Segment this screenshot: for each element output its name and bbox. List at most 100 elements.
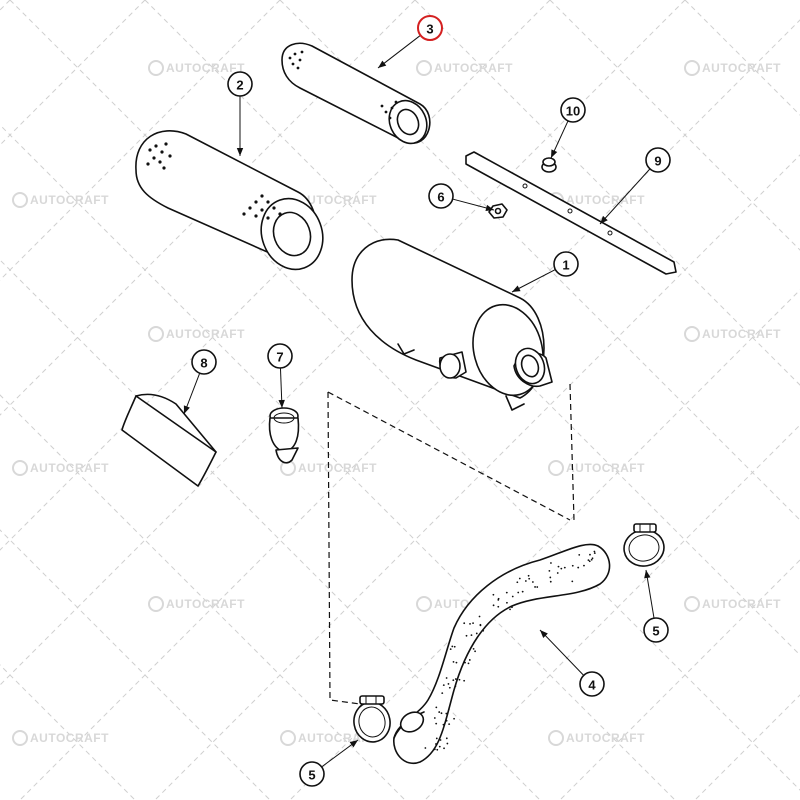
leader-line-3 bbox=[377, 34, 421, 69]
hose-texture-dot bbox=[452, 660, 455, 663]
watermark-grid-line bbox=[144, 0, 800, 656]
callout-3[interactable]: 3 bbox=[417, 15, 443, 41]
assembly-dashed-lines bbox=[327, 383, 575, 705]
hose-texture-dot bbox=[440, 712, 443, 715]
hose-texture-dot bbox=[571, 580, 574, 583]
air-cleaner-housing[interactable] bbox=[351, 238, 553, 411]
intake-hose[interactable] bbox=[393, 543, 611, 765]
callout-7[interactable]: 7 bbox=[267, 343, 293, 369]
hose-texture-dot bbox=[593, 552, 596, 555]
callout-8[interactable]: 8 bbox=[191, 349, 217, 375]
callout-5[interactable]: 5 bbox=[299, 761, 325, 787]
hose-texture-dot bbox=[550, 562, 552, 564]
hose-texture-dot bbox=[560, 567, 563, 570]
watermark-logo-icon bbox=[148, 326, 164, 342]
filter-perforation bbox=[278, 212, 282, 216]
watermark-text: AUTOCRAFT bbox=[702, 597, 781, 611]
callout-4[interactable]: 4 bbox=[579, 671, 605, 697]
hose-texture-dot bbox=[583, 564, 585, 567]
hose-texture-dot bbox=[509, 608, 511, 611]
hose-texture-dot bbox=[463, 622, 466, 625]
hose-texture-dot bbox=[452, 679, 455, 682]
callout-number: 9 bbox=[654, 154, 661, 169]
callout-circle bbox=[553, 251, 579, 277]
hose-texture-dot bbox=[591, 557, 594, 560]
hose-texture-dot bbox=[454, 678, 457, 680]
watermark-text: AUTOCRAFT bbox=[166, 597, 245, 611]
hose-texture-dot bbox=[469, 622, 471, 625]
callout-10[interactable]: 10 bbox=[560, 97, 586, 123]
hose-texture-dot bbox=[571, 564, 574, 567]
leader-line-5 bbox=[645, 569, 655, 619]
hose-texture-dot bbox=[455, 661, 458, 664]
watermark-text: AUTOCRAFT bbox=[166, 61, 245, 75]
callout-number: 3 bbox=[426, 22, 433, 37]
dust-valve[interactable] bbox=[268, 407, 300, 464]
hose-clamp-upper[interactable] bbox=[621, 523, 667, 569]
filter-perforation bbox=[248, 206, 252, 210]
filter-perforation bbox=[154, 144, 158, 148]
filter-perforation bbox=[254, 200, 258, 204]
callout-9[interactable]: 9 bbox=[645, 147, 671, 173]
mounting-strap[interactable] bbox=[465, 151, 677, 275]
hose-texture-dot bbox=[590, 558, 593, 561]
watermark-text: AUTOCRAFT bbox=[566, 461, 645, 475]
watermark-grid-line bbox=[0, 394, 406, 800]
filter-perforation bbox=[168, 154, 172, 158]
hose-texture-dot bbox=[436, 748, 439, 751]
hose-texture-dot bbox=[472, 648, 475, 650]
hose-texture-dot bbox=[505, 591, 508, 594]
callout-circle bbox=[645, 147, 671, 173]
callout-circle bbox=[579, 671, 605, 697]
hose-texture-dot bbox=[458, 678, 461, 681]
leader-arrowhead bbox=[644, 570, 651, 579]
callout-number: 5 bbox=[652, 624, 659, 639]
hose-texture-dot bbox=[446, 742, 449, 745]
inner-filter-element[interactable] bbox=[281, 42, 434, 149]
hose-texture-dot bbox=[531, 581, 534, 583]
nut[interactable] bbox=[488, 203, 508, 219]
hose-texture-dot bbox=[588, 560, 591, 563]
hose-texture-dot bbox=[524, 580, 527, 582]
sleeve[interactable] bbox=[121, 393, 217, 487]
outer-filter-element[interactable] bbox=[135, 130, 333, 278]
hose-texture-dot bbox=[479, 624, 482, 627]
callout-6[interactable]: 6 bbox=[428, 183, 454, 209]
watermark-label: AUTOCRAFT bbox=[148, 326, 245, 342]
watermark-text: AUTOCRAFT bbox=[298, 193, 377, 207]
hose-texture-dot bbox=[549, 580, 552, 583]
hose-texture-dot bbox=[443, 747, 445, 750]
hose-texture-dot bbox=[577, 566, 580, 569]
hose-texture-dot bbox=[521, 590, 524, 593]
filter-perforation bbox=[254, 214, 258, 218]
hose-texture-dot bbox=[441, 692, 444, 695]
hose-texture-dot bbox=[557, 565, 560, 568]
leader-arrowhead bbox=[600, 215, 608, 224]
watermark-label: AUTOCRAFT bbox=[684, 326, 781, 342]
hose-texture-dot bbox=[467, 662, 470, 665]
filter-perforation bbox=[242, 212, 246, 216]
leader-arrowhead bbox=[378, 60, 387, 68]
hose-texture-dot bbox=[442, 684, 445, 687]
watermark-grid-line bbox=[154, 154, 800, 800]
hose-texture-dot bbox=[438, 711, 441, 713]
filter-perforation bbox=[260, 194, 264, 198]
watermark-grid-line bbox=[0, 0, 551, 551]
filter-perforation bbox=[272, 206, 276, 210]
hose-texture-dot bbox=[448, 686, 451, 689]
watermark-grid-line bbox=[0, 664, 136, 800]
hose-texture-dot bbox=[589, 553, 591, 556]
watermark-text: AUTOCRAFT bbox=[702, 61, 781, 75]
filter-perforation bbox=[266, 200, 270, 204]
callout-2[interactable]: 2 bbox=[227, 71, 253, 97]
callout-1[interactable]: 1 bbox=[553, 251, 579, 277]
watermark-logo-icon bbox=[684, 60, 700, 76]
callout-5[interactable]: 5 bbox=[643, 617, 669, 643]
hose-texture-dot bbox=[447, 683, 450, 685]
cap[interactable] bbox=[541, 157, 557, 173]
watermark-label: AUTOCRAFT bbox=[684, 60, 781, 76]
hose-texture-dot bbox=[534, 586, 536, 588]
hose-clamp-lower[interactable] bbox=[351, 695, 393, 745]
watermark-grid-line bbox=[0, 0, 11, 11]
